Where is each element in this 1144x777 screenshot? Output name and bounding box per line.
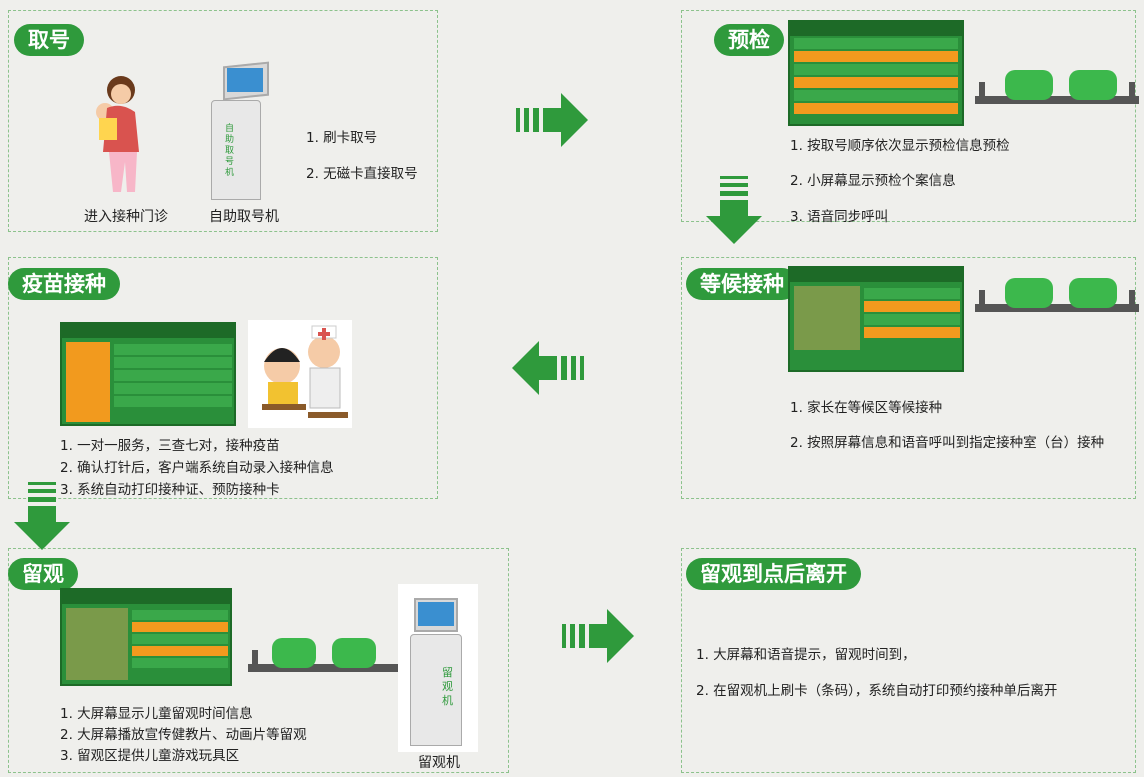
arrow-down-icon	[706, 176, 762, 244]
nurse-child-illustration	[248, 320, 352, 428]
mother-child-illustration	[96, 76, 139, 192]
step-item: 2. 大屏幕播放宣传健教片、动画片等留观	[60, 727, 307, 743]
caption-ticket-kiosk: 自助取号机	[209, 209, 279, 225]
vaccination-display-screen	[60, 322, 236, 426]
arrow-right-icon	[516, 93, 588, 147]
ticket-kiosk: 自助取号机	[205, 61, 269, 204]
caption-observation-kiosk: 留观机	[418, 755, 460, 771]
step-item: 1. 一对一服务，三查七对，接种疫苗	[60, 438, 280, 454]
step-item: 3. 留观区提供儿童游戏玩具区	[60, 748, 240, 764]
step-item: 1. 大屏幕显示儿童留观时间信息	[60, 706, 253, 722]
step-item: 1. 大屏幕和语音提示，留观时间到，	[696, 647, 916, 663]
panel-precheck	[681, 10, 1136, 222]
observation-kiosk: 留观机	[398, 584, 478, 752]
step-item: 1. 按取号顺序依次显示预检信息预检	[790, 138, 1010, 154]
step-item: 3. 语音同步呼叫	[790, 209, 889, 225]
waiting-display-screen	[788, 266, 964, 372]
caption-enter-clinic: 进入接种门诊	[84, 209, 168, 225]
step-item: 3. 系统自动打印接种证、预防接种卡	[60, 482, 280, 498]
observation-display-screen	[60, 588, 232, 686]
waiting-chairs-icon	[975, 70, 1139, 104]
step-item: 2. 确认打针后，客户端系统自动录入接种信息	[60, 460, 334, 476]
step-item: 1. 刷卡取号	[306, 130, 378, 146]
step-title-take-number: 取号	[14, 24, 84, 56]
kiosk-label: 自助取号机	[225, 124, 235, 178]
arrow-left-icon	[512, 341, 584, 395]
step-title-vaccination: 疫苗接种	[8, 268, 120, 300]
panel-leave	[681, 548, 1136, 773]
step-title-leave: 留观到点后离开	[686, 558, 861, 590]
step-item: 2. 在留观机上刷卡（条码），系统自动打印预约接种单后离开	[696, 683, 1058, 699]
kiosk-label: 留观机	[442, 666, 453, 707]
panel-vaccination	[8, 257, 438, 499]
step-item: 2. 无磁卡直接取号	[306, 166, 418, 182]
precheck-display-screen	[788, 20, 964, 126]
waiting-chairs-icon	[248, 638, 412, 672]
arrow-right-icon	[562, 609, 634, 663]
panel-observation	[8, 548, 509, 773]
panel-waiting	[681, 257, 1136, 499]
step-item: 1. 家长在等候区等候接种	[790, 400, 943, 416]
step-title-observation: 留观	[8, 558, 78, 590]
waiting-chairs-icon	[975, 278, 1139, 312]
step-title-waiting: 等候接种	[686, 268, 798, 300]
step-item: 2. 小屏幕显示预检个案信息	[790, 173, 956, 189]
step-item: 2. 按照屏幕信息和语音呼叫到指定接种室（台）接种	[790, 435, 1105, 451]
step-title-precheck: 预检	[714, 24, 784, 56]
arrow-down-icon	[14, 482, 70, 550]
panel-take-number	[8, 10, 438, 232]
